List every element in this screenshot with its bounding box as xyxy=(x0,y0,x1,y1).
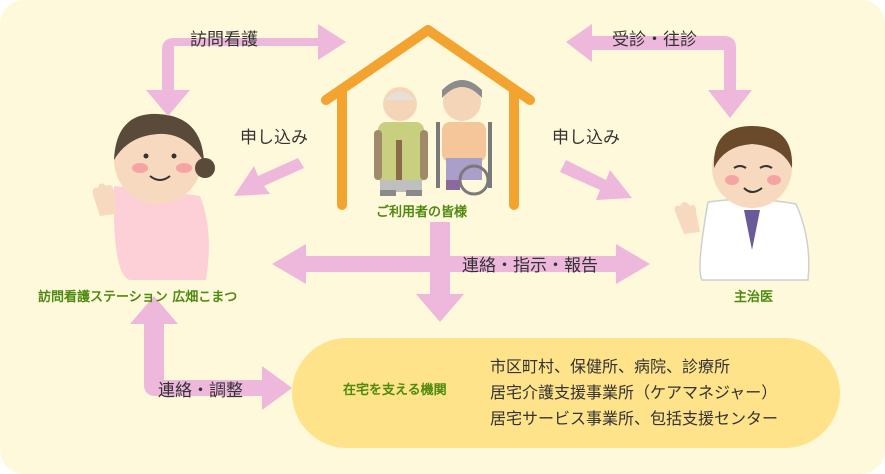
label-contact-instruct-report: 連絡・指示・報告 xyxy=(462,256,598,276)
arrow-contact-adjust xyxy=(130,296,292,410)
arrow-visit-nursing xyxy=(146,24,346,116)
arrow-consult-visit xyxy=(566,24,752,118)
doctor-illustration xyxy=(674,126,810,281)
arrow-users-to-support xyxy=(416,222,464,322)
support-org-item: 居宅介護支援事業所（ケアマネジャー） xyxy=(490,383,778,402)
support-box xyxy=(292,338,840,448)
node-users: ご利用者の皆様 xyxy=(376,205,468,220)
label-apply-right: 申し込み xyxy=(552,128,620,148)
label-consult-visit: 受診・往診 xyxy=(612,30,697,50)
node-station: 訪問看護ステーション 広畑こまつ xyxy=(38,290,238,305)
node-support: 在宅を支える機関 xyxy=(343,383,447,398)
house-outline xyxy=(321,25,535,210)
label-contact-adjust: 連絡・調整 xyxy=(158,381,243,401)
elderly-woman-illustration xyxy=(436,80,492,196)
support-org-item: 市区町村、保健所、病院、診療所 xyxy=(490,357,731,376)
nurse-illustration xyxy=(92,113,215,280)
arrow-contact-horizontal xyxy=(272,244,650,284)
label-apply-left: 申し込み xyxy=(240,128,308,148)
arrow-apply-left xyxy=(234,158,304,196)
label-visit-nursing: 訪問看護 xyxy=(190,30,258,50)
node-doctor: 主治医 xyxy=(734,290,774,305)
support-org-item: 居宅サービス事業所、包括支援センター xyxy=(490,409,779,428)
elderly-man-illustration xyxy=(374,87,428,196)
arrow-apply-right xyxy=(560,160,632,200)
support-org-list: 市区町村、保健所、病院、診療所 居宅介護支援事業所（ケアマネジャー） 居宅サービ… xyxy=(490,354,778,432)
